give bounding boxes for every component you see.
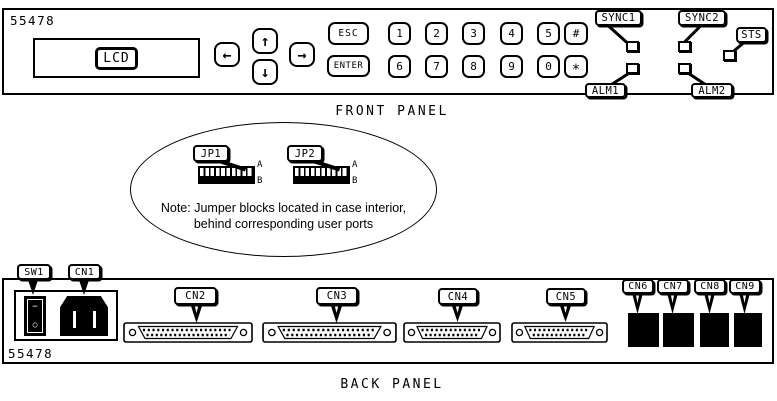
jumper-note-text: Note: Jumper blocks located in case inte…: [135, 201, 432, 232]
jp2-pin-row: [295, 168, 348, 176]
cn7-label: CN7: [657, 279, 689, 294]
switch-on-symbol: −: [32, 302, 38, 312]
cn6-callout-tail: [632, 293, 643, 314]
back-doc-number: 55478: [8, 346, 54, 361]
cn8-label: CN8: [694, 279, 726, 294]
front-doc-number: 55478: [10, 13, 56, 28]
cn6-jack: [628, 313, 659, 347]
cn1-callout-tail: [79, 280, 89, 295]
keypad-key-1: 1: [388, 22, 411, 45]
arrow-down-icon: ↓: [260, 63, 270, 81]
inlet-pin-slot: [73, 311, 76, 328]
jp1-row-a-label: A: [257, 160, 263, 170]
sync1-label: SYNC1: [595, 10, 642, 26]
keypad-key-star: *: [564, 55, 588, 78]
cn3-db37-connector: [262, 322, 397, 343]
sts-led: [723, 50, 736, 61]
sync1-led: [626, 41, 639, 52]
jumper-note-ellipse: [130, 122, 437, 257]
keypad-key-6: 6: [388, 55, 411, 78]
lcd-display: LCD: [33, 38, 200, 78]
cn5-callout-tail: [559, 303, 572, 322]
sw1-label: SW1: [17, 264, 51, 280]
jp1-pin-row: [200, 168, 253, 176]
switch-off-symbol: ○: [32, 320, 38, 329]
sync2-led: [678, 41, 691, 52]
front-panel-caption: FRONT PANEL: [335, 104, 449, 119]
cn5-db25-connector: [511, 322, 608, 343]
keypad-key-3: 3: [462, 22, 485, 45]
cn7-jack: [663, 313, 694, 347]
cn4-db25-connector: [403, 322, 501, 343]
arrow-right-key: →: [289, 42, 315, 67]
keypad-key-9: 9: [500, 55, 523, 78]
jumper-note-line2: behind corresponding user ports: [193, 216, 374, 231]
cn5-label: CN5: [546, 288, 586, 305]
keypad-key-2: 2: [425, 22, 448, 45]
alm1-led: [626, 63, 639, 74]
alm1-label: ALM1: [585, 83, 626, 98]
lcd-label: LCD: [95, 46, 138, 70]
keypad-key-0: 0: [537, 55, 560, 78]
sync2-label: SYNC2: [678, 10, 726, 26]
cn2-callout-tail: [190, 303, 203, 323]
keypad-key-5: 5: [537, 22, 560, 45]
back-panel-caption: BACK PANEL: [340, 377, 444, 392]
keypad-key-8: 8: [462, 55, 485, 78]
cn9-label: CN9: [729, 279, 761, 294]
cn4-label: CN4: [438, 288, 478, 305]
cn3-label: CN3: [316, 287, 358, 305]
jp1-row-b-label: B: [257, 176, 263, 186]
cn2-db37-connector: [123, 322, 253, 343]
jp2-row-b-label: B: [352, 176, 358, 186]
arrow-right-icon: →: [297, 45, 307, 64]
jp2-jumper-block: [293, 166, 350, 184]
arrow-down-key: ↓: [252, 59, 278, 85]
arrow-up-key: ↑: [252, 28, 278, 54]
cn6-label: CN6: [622, 279, 654, 294]
cn3-callout-tail: [330, 303, 343, 323]
arrow-up-icon: ↑: [260, 32, 270, 50]
keypad-key-hash: #: [564, 22, 588, 45]
alm2-label: ALM2: [691, 83, 733, 98]
esc-key: ESC: [328, 22, 369, 45]
cn4-callout-tail: [451, 303, 464, 322]
cn7-callout-tail: [667, 293, 678, 314]
front-panel-outline: [2, 8, 774, 95]
jp1-label: JP1: [193, 145, 229, 162]
keypad-key-7: 7: [425, 55, 448, 78]
jp1-jumper-block: [198, 166, 255, 184]
jumper-note-line1: Note: Jumper blocks located in case inte…: [160, 201, 407, 215]
power-switch: − ○: [24, 296, 46, 336]
arrow-left-icon: ←: [222, 45, 232, 64]
jp2-label: JP2: [287, 145, 323, 162]
power-inlet: [60, 296, 108, 336]
cn1-label: CN1: [68, 264, 101, 280]
cn2-label: CN2: [174, 287, 217, 305]
cn8-jack: [700, 313, 729, 347]
cn9-jack: [734, 313, 762, 347]
sw1-callout-tail: [28, 280, 38, 295]
inlet-pin-slot: [93, 311, 96, 328]
sts-label: STS: [736, 27, 767, 43]
jp2-row-a-label: A: [352, 160, 358, 170]
arrow-left-key: ←: [214, 42, 240, 67]
keypad-key-4: 4: [500, 22, 523, 45]
cn9-callout-tail: [739, 293, 750, 314]
enter-key: ENTER: [327, 55, 370, 77]
cn8-callout-tail: [704, 293, 715, 314]
alm2-led: [678, 63, 691, 74]
